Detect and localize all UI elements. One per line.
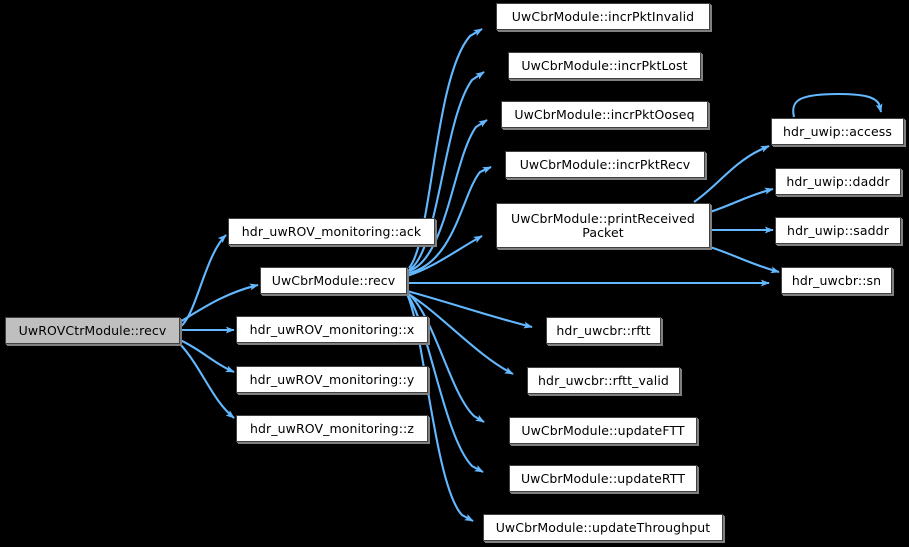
edge-access-self-loop bbox=[792, 92, 883, 118]
node-hdr-uwrov-monitoring-ack[interactable]: hdr_uwROV_monitoring::ack bbox=[228, 218, 435, 245]
edge-root-to-ack bbox=[179, 234, 227, 328]
node-label: UwCbrModule::incrPktOoseq bbox=[514, 106, 695, 122]
node-uwcbrmodule-incrpktooseq[interactable]: UwCbrModule::incrPktOoseq bbox=[501, 101, 708, 128]
node-label: UwCbrModule::updateFTT bbox=[521, 422, 685, 438]
edge-print-received-packet-to-access bbox=[693, 145, 770, 203]
edge-print-received-packet-to-daddr bbox=[709, 187, 774, 214]
node-label: UwCbrModule::updateThroughput bbox=[495, 519, 711, 535]
node-uwcbrmodule-incrpktrecv[interactable]: UwCbrModule::incrPktRecv bbox=[505, 151, 705, 178]
node-label: hdr_uwcbr::sn bbox=[791, 272, 882, 288]
node-hdr-uwrov-monitoring-z[interactable]: hdr_uwROV_monitoring::z bbox=[236, 415, 428, 442]
node-label: hdr_uwip::daddr bbox=[786, 173, 890, 189]
edge-root-to-monitoring-z bbox=[179, 343, 235, 419]
node-uwcbrmodule-updatertt[interactable]: UwCbrModule::updateRTT bbox=[509, 465, 697, 492]
node-label: UwCbrModule::printReceived Packet bbox=[511, 210, 695, 240]
node-label: UwROVCtrModule::recv bbox=[18, 322, 167, 338]
node-label: hdr_uwip::saddr bbox=[787, 222, 889, 238]
node-label: UwCbrModule::incrPktRecv bbox=[519, 156, 691, 172]
node-uwcbrmodule-recv[interactable]: UwCbrModule::recv bbox=[260, 267, 407, 294]
node-label: UwCbrModule::updateRTT bbox=[520, 470, 686, 486]
node-uwcbrmodule-updateftt[interactable]: UwCbrModule::updateFTT bbox=[509, 417, 697, 444]
node-uwcbrmodule-incrpktlost[interactable]: UwCbrModule::incrPktLost bbox=[508, 52, 701, 79]
node-label: hdr_uwROV_monitoring::z bbox=[249, 420, 415, 436]
node-label: hdr_uwROV_monitoring::ack bbox=[241, 223, 422, 239]
node-hdr-uwrov-monitoring-x[interactable]: hdr_uwROV_monitoring::x bbox=[236, 316, 428, 343]
node-hdr-uwcbr-rftt-valid[interactable]: hdr_uwcbr::rftt_valid bbox=[527, 367, 680, 394]
node-uwcbrmodule-incrpktinvalid[interactable]: UwCbrModule::incrPktInvalid bbox=[496, 3, 710, 30]
node-hdr-uwcbr-sn[interactable]: hdr_uwcbr::sn bbox=[781, 267, 892, 294]
node-label: hdr_uwROV_monitoring::y bbox=[249, 371, 415, 387]
edge-print-received-packet-to-sn bbox=[709, 246, 780, 274]
node-label: UwCbrModule::incrPktLost bbox=[521, 57, 688, 73]
node-label: hdr_uwROV_monitoring::x bbox=[249, 321, 415, 337]
edge-cbr-recv-to-incr-pkt-ooseq bbox=[408, 119, 488, 272]
node-hdr-uwip-daddr[interactable]: hdr_uwip::daddr bbox=[775, 168, 901, 195]
node-label: hdr_uwcbr::rftt bbox=[556, 322, 651, 338]
node-label: hdr_uwip::access bbox=[783, 123, 892, 139]
edge-cbr-recv-to-update-ftt bbox=[408, 293, 485, 423]
edge-root-to-monitoring-y bbox=[179, 339, 235, 373]
node-hdr-uwcbr-rftt[interactable]: hdr_uwcbr::rftt bbox=[546, 317, 661, 344]
node-uwcbrmodule-printreceivedpacket[interactable]: UwCbrModule::printReceived Packet bbox=[496, 203, 710, 248]
node-label: UwCbrModule::recv bbox=[271, 272, 396, 288]
node-label: UwCbrModule::incrPktInvalid bbox=[511, 8, 695, 24]
node-hdr-uwip-saddr[interactable]: hdr_uwip::saddr bbox=[775, 217, 901, 244]
node-hdr-uwip-access[interactable]: hdr_uwip::access bbox=[771, 118, 904, 145]
node-hdr-uwrov-monitoring-y[interactable]: hdr_uwROV_monitoring::y bbox=[236, 366, 428, 393]
node-uwcbrmodule-updatethroughput[interactable]: UwCbrModule::updateThroughput bbox=[483, 514, 723, 541]
node-uwrovctrmodule-recv[interactable]: UwROVCtrModule::recv bbox=[5, 317, 180, 344]
node-label: hdr_uwcbr::rftt_valid bbox=[538, 372, 669, 388]
